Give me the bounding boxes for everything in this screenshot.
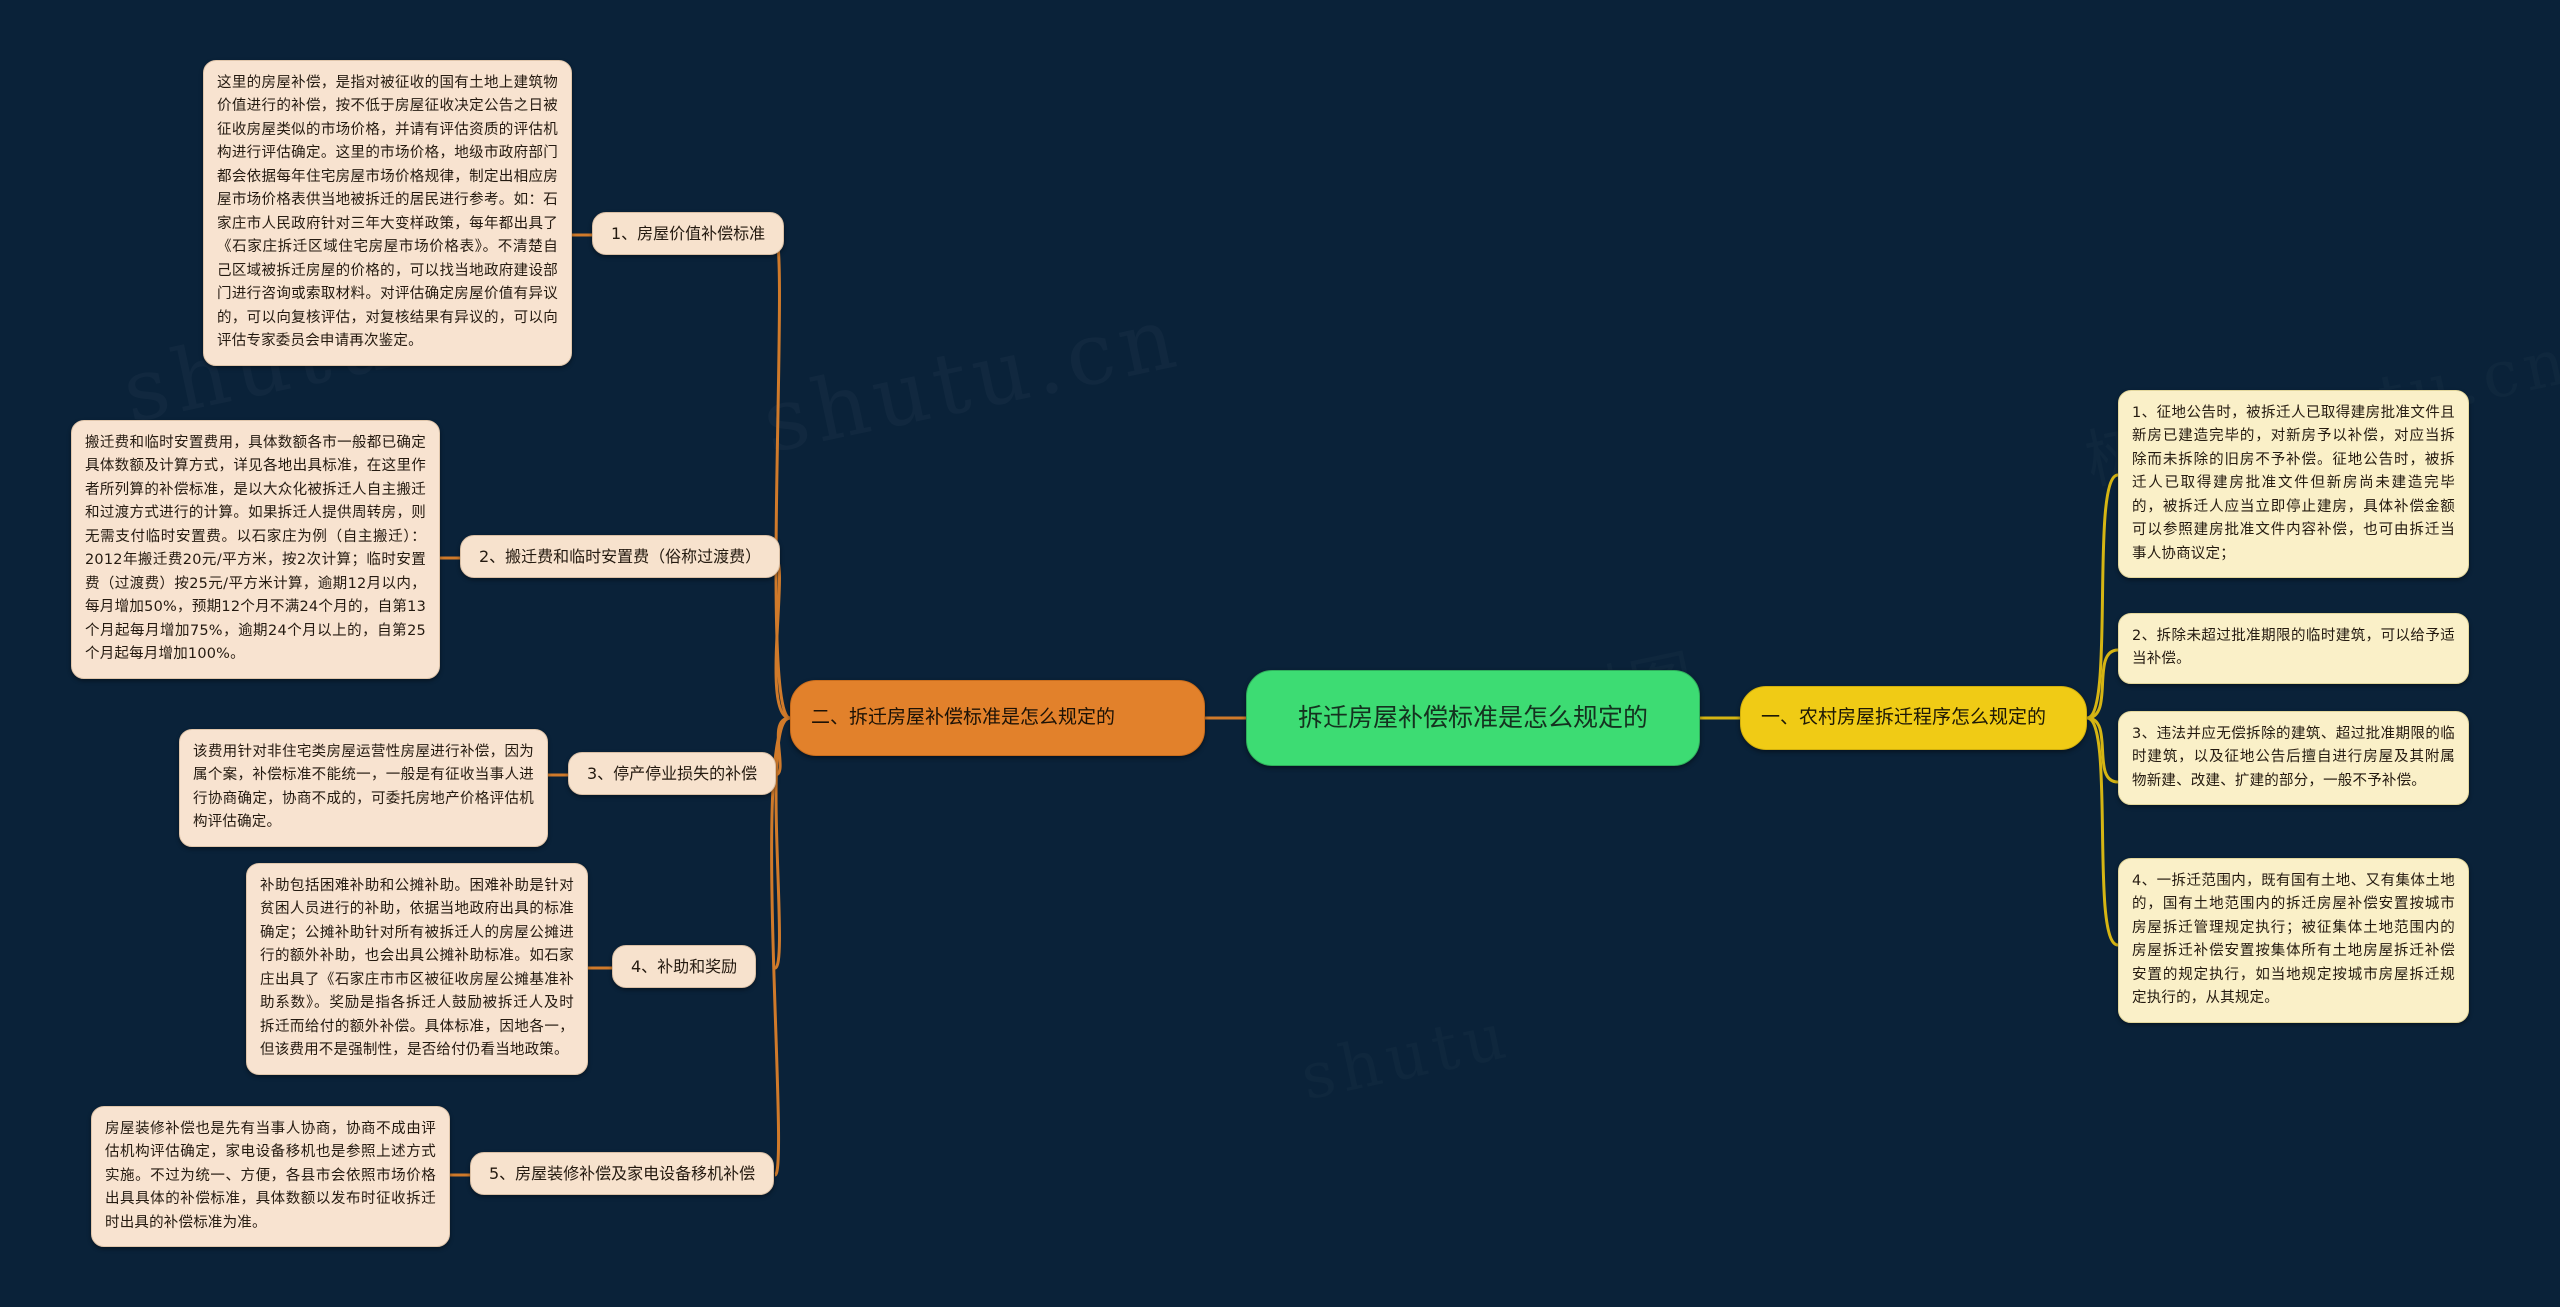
branch-node-left[interactable]: 二、拆迁房屋补偿标准是怎么规定的 [790,680,1205,756]
leaf-node-left-5-text: 房屋装修补偿也是先有当事人协商，协商不成由评估机构评估确定，家电设备移机也是参照… [105,1121,436,1231]
leaf-node-right-3-text: 3、违法并应无偿拆除的建筑、超过批准期限的临时建筑，以及征地公告后擅自进行房屋及… [2132,726,2455,789]
leaf-node-left-3-text: 该费用针对非住宅类房屋运营性房屋进行补偿，因为属个案，补偿标准不能统一，一般是有… [193,744,534,831]
leaf-node-right-4-text: 4、一拆迁范围内，既有国有土地、又有集体土地的，国有土地范围内的拆迁房屋补偿安置… [2132,873,2455,1007]
leaf-node-right-3[interactable]: 3、违法并应无偿拆除的建筑、超过批准期限的临时建筑，以及征地公告后擅自进行房屋及… [2118,711,2469,806]
watermark-2: shutu.cn [754,287,1189,473]
leaf-node-left-4-text: 补助包括困难补助和公摊补助。困难补助是针对贫困人员进行的补助，依据当地政府出具的… [260,878,574,1059]
leaf-node-left-1-text: 这里的房屋补偿，是指对被征收的国有土地上建筑物价值进行的补偿，按不低于房屋征收决… [217,75,558,350]
root-node-label: 拆迁房屋补偿标准是怎么规定的 [1297,702,1648,732]
sub-node-left-3[interactable]: 3、停产停业损失的补偿 [568,752,777,796]
sub-node-left-5-label: 5、房屋装修补偿及家电设备移机补偿 [489,1164,756,1183]
leaf-node-right-2-text: 2、拆除未超过批准期限的临时建筑，可以给予适当补偿。 [2132,628,2455,668]
leaf-node-right-4[interactable]: 4、一拆迁范围内，既有国有土地、又有集体土地的，国有土地范围内的拆迁房屋补偿安置… [2118,858,2469,1023]
leaf-node-right-2[interactable]: 2、拆除未超过批准期限的临时建筑，可以给予适当补偿。 [2118,613,2469,684]
sub-node-left-2[interactable]: 2、搬迁费和临时安置费（俗称过渡费） [460,535,781,579]
sub-node-left-4-label: 4、补助和奖励 [631,957,738,976]
leaf-node-left-2-text: 搬迁费和临时安置费用，具体数额各市一般都已确定具体数额及计算方式，详见各地出具标… [85,435,426,663]
branch-node-right-label: 一、农村房屋拆迁程序怎么规定的 [1761,706,2047,729]
leaf-node-left-2[interactable]: 搬迁费和临时安置费用，具体数额各市一般都已确定具体数额及计算方式，详见各地出具标… [71,420,440,679]
branch-node-left-label: 二、拆迁房屋补偿标准是怎么规定的 [811,706,1116,729]
sub-node-left-2-label: 2、搬迁费和临时安置费（俗称过渡费） [479,547,762,566]
leaf-node-right-1[interactable]: 1、征地公告时，被拆迁人已取得建房批准文件且新房已建造完毕的，对新房予以补偿，对… [2118,390,2469,579]
leaf-node-left-5[interactable]: 房屋装修补偿也是先有当事人协商，协商不成由评估机构评估确定，家电设备移机也是参照… [91,1106,450,1248]
leaf-node-right-1-text: 1、征地公告时，被拆迁人已取得建房批准文件且新房已建造完毕的，对新房予以补偿，对… [2132,405,2455,562]
leaf-node-left-1[interactable]: 这里的房屋补偿，是指对被征收的国有土地上建筑物价值进行的补偿，按不低于房屋征收决… [203,60,572,366]
sub-node-left-4[interactable]: 4、补助和奖励 [612,945,757,989]
sub-node-left-1-label: 1、房屋价值补偿标准 [611,224,766,243]
branch-node-right[interactable]: 一、农村房屋拆迁程序怎么规定的 [1740,686,2087,750]
root-node[interactable]: 拆迁房屋补偿标准是怎么规定的 [1246,670,1700,766]
sub-node-left-3-label: 3、停产停业损失的补偿 [587,764,758,783]
sub-node-left-5[interactable]: 5、房屋装修补偿及家电设备移机补偿 [470,1152,775,1196]
leaf-node-left-4[interactable]: 补助包括困难补助和公摊补助。困难补助是针对贫困人员进行的补助，依据当地政府出具的… [246,863,588,1075]
sub-node-left-1[interactable]: 1、房屋价值补偿标准 [592,212,785,256]
watermark-6: shutu [1295,999,1518,1116]
leaf-node-left-3[interactable]: 该费用针对非住宅类房屋运营性房屋进行补偿，因为属个案，补偿标准不能统一，一般是有… [179,729,548,847]
